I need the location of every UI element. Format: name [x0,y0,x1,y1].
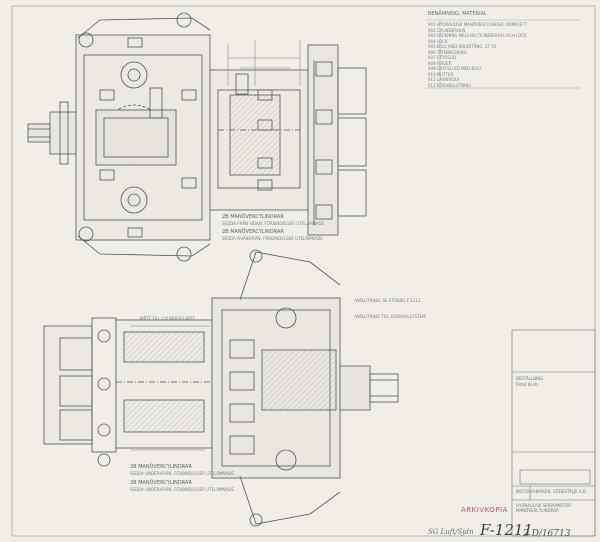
legend-row: 902 CYLINDERHUS [428,28,465,33]
legend-text: GAFFELLED MED BULT [436,66,482,71]
legend-row: 904 LOCK [428,39,448,44]
legend-text: LOCK [436,38,448,44]
bottom-view-subcaption: SEDDA UNDERIFRÅN, FÖRBINDELSER UTELÄMNAD… [130,471,234,476]
legend-row: 909 GAFFELLED MED BULT [428,66,481,71]
legend-text: TÄTNINGSRING [436,49,467,55]
legend-text: CYLINDERHUS [436,27,466,33]
titleblock-description-2: MANÖVERCYLINDRAR [516,508,559,513]
legend-number: 905 [428,44,436,49]
legend-header: BENÄMNING, MATERIAL [428,11,487,17]
legend-text: KOLV MED KOLVSTÅNG, ST 45 [436,44,497,49]
legend-row: 901 HYDRAULISK MANÖVERCYLINDER, KOMPLETT [428,22,527,27]
legend-number: 902 [428,27,436,33]
titleblock-description-1: HYDRAULISK SERVOMOTOR [516,503,572,508]
titleblock-order-label: BESTÄLLNING [516,376,544,381]
legend-text: HYDRAULISK MANÖVERCYLINDER, KOMPLETT [436,22,528,27]
legend-number: 907 [428,55,436,60]
legend-row: 906 TÄTNINGSRING [428,50,467,55]
legend-text: MUTTER [436,71,454,77]
legend-number: 903 [428,33,436,38]
top-view-subcaption: SEDDA FRÅN SIDAN, FÖRBINDELSER UTELÄMNAD… [222,221,325,226]
bottom-view-caption-2: 2B MANÖVERCYLINDRAR [130,480,192,486]
legend-row: 905 KOLV MED KOLVSTÅNG, ST 45 [428,44,496,49]
top-view-caption-2: 2B MANÖVERCYLINDRAR [222,229,284,235]
legend-text: RÖRANSLUTNING [436,82,472,88]
top-view-assembly [27,12,367,262]
bottom-view-assembly [43,249,399,527]
legend-text: FJÄDER [436,60,452,66]
margin-signature: SG Luft/Sjdn [428,528,474,536]
revision-signature: 2 D/16713 [523,529,571,539]
connection-note-2: ANSLUTNING TILL HYDRAULSYSTEM [354,314,426,319]
legend-number: 901 [428,22,436,27]
legend-number: 910 [428,71,436,77]
legend-row: 908 FJÄDER [428,61,451,66]
legend-number: 906 [428,49,436,55]
legend-number: 911 [428,77,436,82]
legend-text: STYRSLID [436,55,457,60]
legend-row: 903 PACKNING MELLAN CYLINDERHUS OCH LOCK [428,33,527,38]
top-view-subcaption-2: SEDDA OVANIFRÅN, FÖRBINDELSER UTELÄMNADE [222,236,323,241]
legend-number: 912 [428,82,436,88]
archive-stamp: ARKIVKOPIA [461,506,508,514]
sheet-border [11,5,596,537]
legend-row: 912 RÖRANSLUTNING [428,83,471,88]
titleblock-sign-label: Ritad Kontr. [516,382,540,387]
drawing-number: F-1211 [480,521,533,539]
legend-number: 908 [428,60,436,66]
legend-number: 904 [428,38,436,44]
legend-text: PACKNING MELLAN CYLINDERHUS OCH LOCK [436,33,527,38]
title-block [511,329,596,537]
bottom-view-caption: 2B MANÖVERCYLINDRAR [130,464,192,470]
legend-row: 910 MUTTER [428,72,453,77]
bottom-view-subcaption-2: SEDDA UNDERIFRÅN, FÖRBINDELSER UTELÄMNAD… [130,487,234,492]
legend-table-rules [426,19,580,89]
titleblock-firm: MOTORFABRIKEN, SÖDERTÄLJE A.B. [516,489,587,494]
dimension-note: MÅTT TILL CYLINDERS MITT [140,316,195,321]
connection-note: ANSLUTNING, SE RITNING F 1212 [354,298,421,303]
legend-text: LÅSBRICKA [436,77,460,82]
legend-row: 907 STYRSLID [428,55,456,60]
legend-number: 909 [428,66,436,71]
top-view-caption: 2B MANÖVERCYLINDRAR [222,214,284,220]
legend-row: 911 LÅSBRICKA [428,77,459,82]
